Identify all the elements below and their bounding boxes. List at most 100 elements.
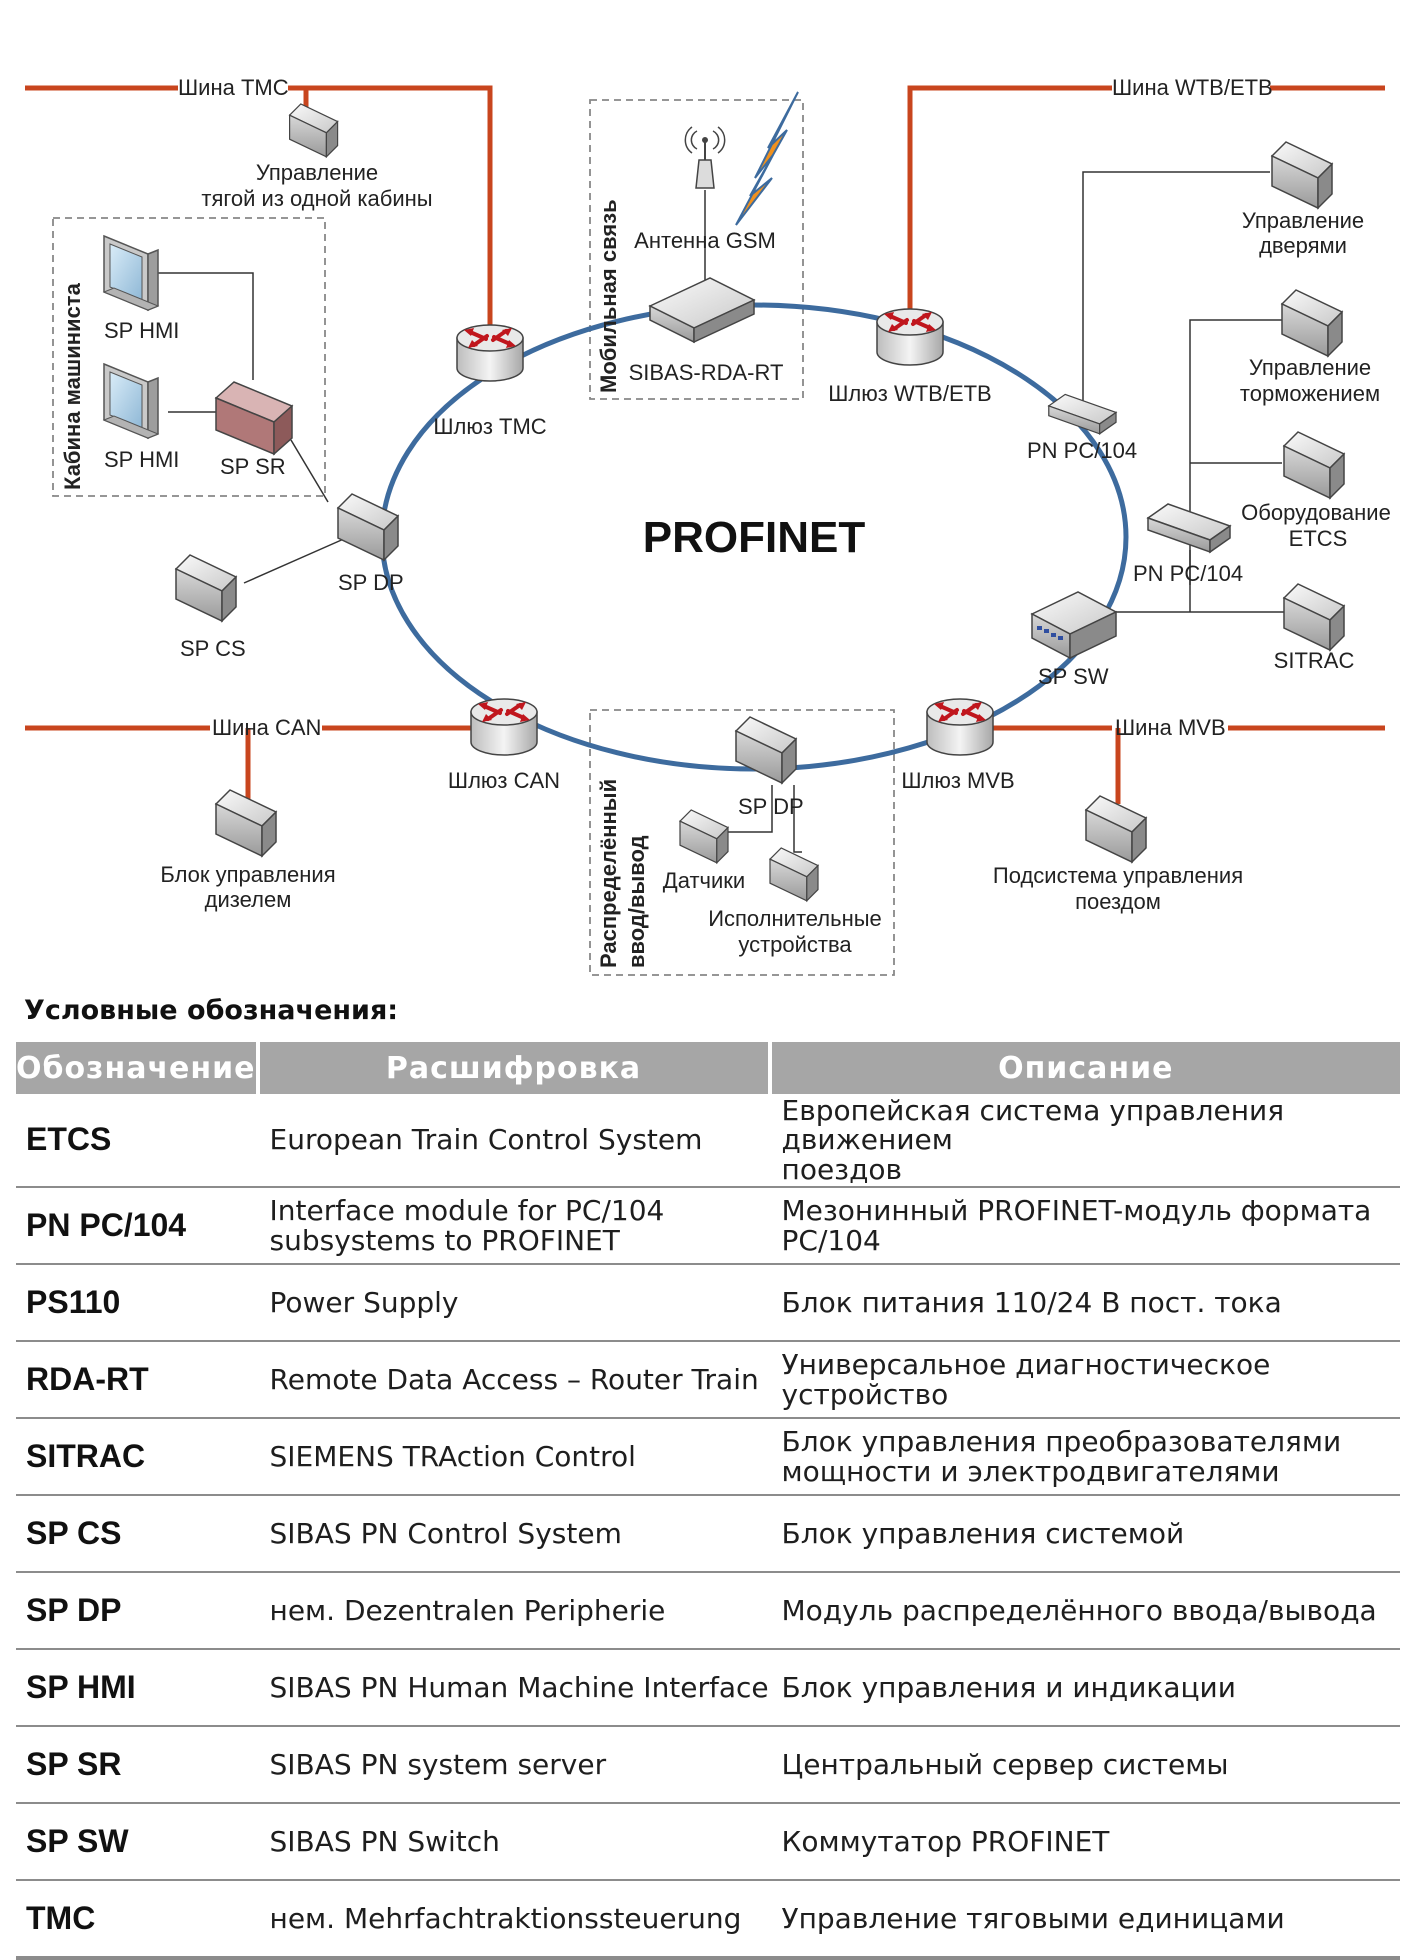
desc-line: Мезонинный PROFINET-модуль формата: [781, 1194, 1372, 1228]
legend-abbr: RDA-RT: [16, 1341, 258, 1420]
label-doors-2: дверями: [1259, 233, 1347, 258]
legend-description: Блок управления и индикации: [769, 1649, 1400, 1728]
brake-control-device: [1281, 289, 1343, 357]
pn-pc104-module-2: [1147, 503, 1231, 553]
label-doors-1: Управление: [1242, 208, 1364, 233]
legend-table: Обозначение Расшифровка Описание ETCS Eu…: [16, 1042, 1400, 1960]
legend-description: Центральный сервер системы: [769, 1726, 1400, 1805]
legend-abbr: PN PC/104: [16, 1187, 258, 1266]
table-row: SITRAC SIEMENS TRAction Control Блок упр…: [16, 1418, 1400, 1497]
gsm-signal-icon: [735, 91, 799, 226]
label-io-2: ввод/вывод: [624, 835, 649, 968]
table-row: RDA-RT Remote Data Access – Router Train…: [16, 1341, 1400, 1420]
gateway-tmc-router-icon: [455, 323, 525, 383]
label-train-1: Подсистема управления: [993, 863, 1243, 888]
io-group: [589, 709, 895, 976]
legend-expansion: SIBAS PN system server: [257, 1726, 770, 1805]
desc-line: PC/104: [781, 1223, 881, 1257]
label-io-1: Распределённый: [596, 779, 621, 968]
legend-description: Модуль распределённого ввода/вывода: [769, 1572, 1400, 1651]
legend-abbr: SP CS: [16, 1495, 258, 1574]
hmi-monitor-2: [103, 363, 159, 439]
label-pn-1: PN PC/104: [1027, 438, 1137, 463]
label-traction-1: Управление: [256, 160, 378, 185]
table-row: SP CS SIBAS PN Control System Блок управ…: [16, 1495, 1400, 1574]
label-sp-dp: SP DP: [338, 570, 404, 595]
label-actuators-1: Исполнительные: [708, 906, 882, 931]
cabin-group: [52, 217, 326, 497]
label-diesel-1: Блок управления: [160, 862, 335, 887]
legend-description: Блок питания 110/24 В пост. тока: [769, 1264, 1400, 1343]
legend-description: Европейская система управления движением…: [769, 1094, 1400, 1189]
label-gw-can: Шлюз CAN: [448, 768, 560, 793]
legend-description: Коммутатор PROFINET: [769, 1803, 1400, 1882]
label-etcs-2: ETCS: [1289, 526, 1348, 551]
table-row: ETCS European Train Control System Европ…: [16, 1094, 1400, 1189]
label-antenna: Антенна GSM: [634, 228, 776, 253]
actuator-device: [769, 847, 819, 902]
legend-expansion: Remote Data Access – Router Train: [257, 1341, 770, 1420]
pn-pc104-module-1: [1048, 393, 1117, 435]
label-diesel-2: дизелем: [205, 887, 292, 912]
gateway-mvb-router-icon: [925, 697, 995, 757]
legend-expansion: нем. Mehrfachtraktionssteuerung: [257, 1880, 770, 1960]
label-hmi-1: SP HMI: [104, 318, 179, 343]
label-bus-tmc: Шина ТМС: [178, 75, 289, 100]
legend-description: Управление тяговыми единицами: [769, 1880, 1400, 1960]
desc-line: Блок управления преобразователями: [781, 1425, 1342, 1459]
door-control-device: [1271, 141, 1333, 209]
legend-expansion: Power Supply: [257, 1264, 770, 1343]
legend-expansion: SIBAS PN Control System: [257, 1495, 770, 1574]
label-brake-2: торможением: [1240, 381, 1380, 406]
legend-expansion: SIBAS PN Human Machine Interface: [257, 1649, 770, 1728]
label-cabin: Кабина машиниста: [60, 282, 85, 490]
legend-abbr: SP HMI: [16, 1649, 258, 1728]
sibas-rda-rt-device: [648, 277, 756, 344]
legend-abbr: SP SW: [16, 1803, 258, 1882]
antenna-icon: [684, 126, 726, 189]
legend-header-abbr: Обозначение: [16, 1042, 260, 1094]
label-bus-mvb: Шина MVB: [1115, 715, 1226, 740]
legend-abbr: SP SR: [16, 1726, 258, 1805]
profinet-diagram: Шина ТМС Шина WTB/ETB Шина CAN Шина MVB …: [25, 75, 1391, 976]
legend-abbr: ETCS: [16, 1094, 258, 1189]
sitrac-device: [1283, 583, 1345, 651]
connection-lines: [158, 171, 1284, 853]
label-sp-sr: SP SR: [220, 454, 286, 479]
label-brake-1: Управление: [1249, 355, 1371, 380]
etcs-device: [1283, 431, 1345, 499]
legend-header-expansion: Расшифровка: [257, 1042, 772, 1094]
label-gw-mvb: Шлюз MVB: [901, 768, 1014, 793]
table-row: SP HMI SIBAS PN Human Machine Interface …: [16, 1649, 1400, 1728]
label-etcs-1: Оборудование: [1241, 500, 1391, 525]
label-sensors: Датчики: [663, 868, 745, 893]
exp-line: subsystems to PROFINET: [269, 1223, 620, 1257]
label-hmi-2: SP HMI: [104, 447, 179, 472]
legend-abbr: SP DP: [16, 1572, 258, 1651]
legend-header-description: Описание: [769, 1042, 1400, 1094]
hmi-monitor-1: [103, 235, 159, 311]
desc-line: мощности и электродвигателями: [781, 1454, 1280, 1488]
gateway-wtb-router-icon: [875, 307, 945, 367]
legend-expansion: European Train Control System: [257, 1094, 770, 1189]
legend-description: Блок управления системой: [769, 1495, 1400, 1574]
legend-title: Условные обозначения:: [24, 995, 399, 1026]
label-bus-can: Шина CAN: [212, 715, 321, 740]
legend-abbr: PS110: [16, 1264, 258, 1343]
mobile-group: [589, 99, 804, 400]
label-bus-wtb: Шина WTB/ETB: [1112, 75, 1273, 100]
legend-abbr: SITRAC: [16, 1418, 258, 1497]
label-mobile: Мобильная связь: [596, 199, 621, 393]
legend-expansion: SIBAS PN Switch: [257, 1803, 770, 1882]
table-row: PS110 Power Supply Блок питания 110/24 В…: [16, 1264, 1400, 1343]
sp-sw-switch: [1030, 591, 1118, 660]
sensor-device: [679, 809, 729, 864]
legend-expansion: SIEMENS TRAction Control: [257, 1418, 770, 1497]
table-row: TMC нем. Mehrfachtraktionssteuerung Упра…: [16, 1880, 1400, 1960]
sp-dp2-device: [735, 716, 797, 784]
bus-lines: [25, 85, 1385, 804]
